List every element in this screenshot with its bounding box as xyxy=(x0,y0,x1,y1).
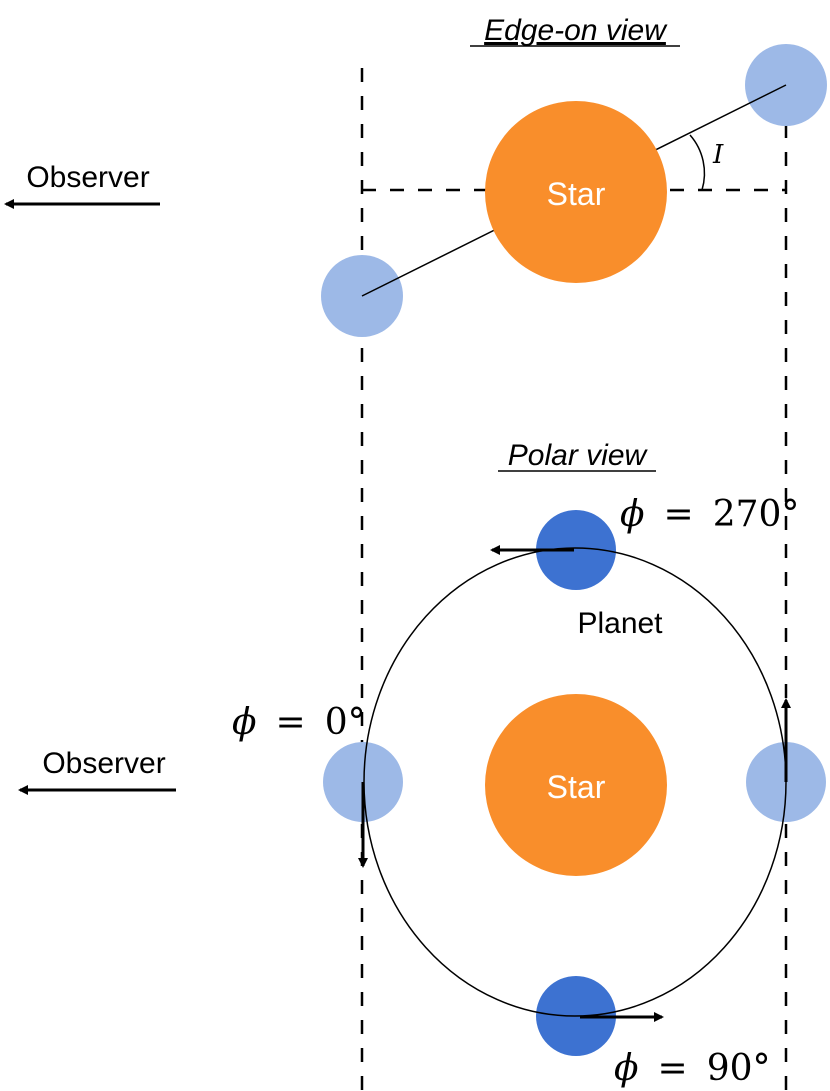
inclination-angle-arc xyxy=(689,134,706,191)
polar-planet-phase-270 xyxy=(536,510,616,590)
phase-0-label: ϕ = 0° xyxy=(232,702,366,743)
polar-view-title: Polar view xyxy=(508,439,649,472)
edge-on-observer-label: Observer xyxy=(26,161,149,194)
planet-label: Planet xyxy=(577,607,663,640)
inclination-angle-label: I xyxy=(712,140,724,170)
polar-star xyxy=(485,694,667,876)
edge-on-star-label: Star xyxy=(547,176,606,212)
phase-90-label: ϕ = 90° xyxy=(614,1048,771,1089)
polar-observer-label: Observer xyxy=(42,747,165,780)
edge-on-star xyxy=(485,101,667,283)
edge-on-view-title: Edge-on view xyxy=(484,14,668,47)
polar-star-label: Star xyxy=(547,769,606,805)
phase-270-label: ϕ = 270° xyxy=(620,494,799,535)
